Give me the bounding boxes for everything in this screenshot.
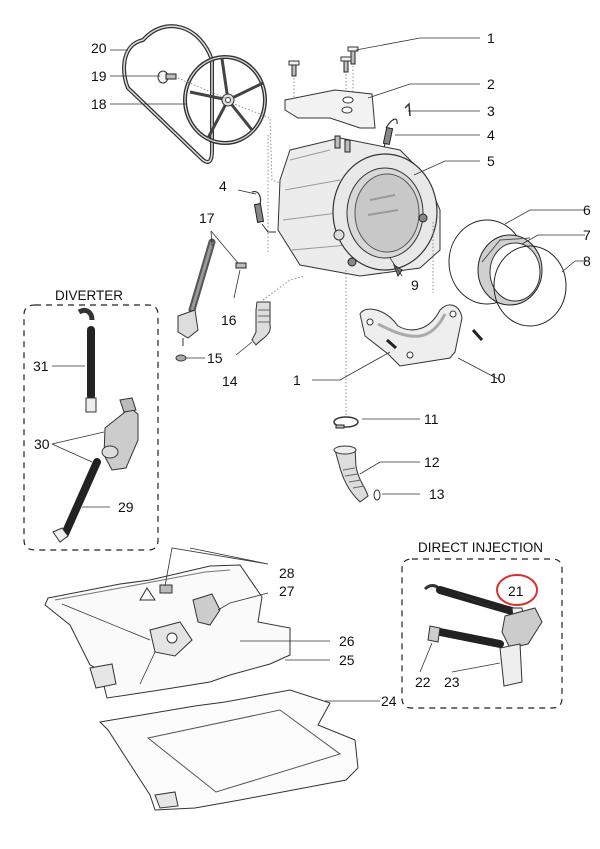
part-24-bottom-cover[interactable]	[98, 689, 359, 811]
direct-injection-group: DIRECT INJECTION	[401, 540, 563, 709]
part-4-spring-top[interactable]	[382, 118, 398, 149]
callout-6[interactable]: 6	[583, 202, 591, 218]
callout-30[interactable]: 30	[34, 436, 50, 452]
part-8-outer-clamp-ring[interactable]	[493, 245, 567, 327]
part-22-hose-connector[interactable]	[427, 625, 504, 648]
part-14-air-trap-hose[interactable]	[251, 275, 306, 346]
callout-4-left[interactable]: 4	[219, 178, 227, 194]
part-12-sump-hose[interactable]	[333, 445, 369, 503]
part-18-pulley[interactable]	[183, 55, 267, 145]
callout-25[interactable]: 25	[339, 652, 355, 668]
part-26-float-switch[interactable]	[149, 621, 193, 657]
callout-9[interactable]: 9	[411, 277, 419, 293]
callout-26[interactable]: 26	[339, 633, 355, 649]
callout-31[interactable]: 31	[33, 358, 49, 374]
part-10-front-bracket[interactable]	[359, 304, 463, 367]
callout-23[interactable]: 23	[444, 674, 460, 690]
part-27-connector[interactable]	[192, 593, 221, 626]
part-23-pump[interactable]	[499, 607, 543, 687]
callout-24[interactable]: 24	[381, 693, 397, 709]
callout-20[interactable]: 20	[91, 40, 107, 56]
callout-28[interactable]: 28	[279, 565, 295, 581]
callout-15[interactable]: 15	[207, 350, 223, 366]
callout-16[interactable]: 16	[221, 312, 237, 328]
part-1-screws-top[interactable]	[288, 46, 359, 77]
callout-12[interactable]: 12	[424, 454, 440, 470]
callout-17[interactable]: 17	[199, 210, 215, 226]
part-31-hose[interactable]	[77, 307, 97, 413]
part-1-screws-bracket[interactable]	[386, 328, 484, 350]
callout-3[interactable]: 3	[487, 103, 495, 119]
part-19-pulley-bolt[interactable]	[157, 70, 177, 84]
callout-22[interactable]: 22	[415, 674, 431, 690]
part-7-door-seal[interactable]	[477, 234, 543, 306]
callout-10[interactable]: 10	[490, 370, 506, 386]
callout-14[interactable]: 14	[222, 373, 238, 389]
callout-1-top[interactable]: 1	[487, 30, 495, 46]
part-28-clips[interactable]	[139, 584, 173, 601]
part-16-heater-screw[interactable]	[235, 262, 247, 269]
callout-11[interactable]: 11	[424, 411, 439, 427]
callout-labels: 1 2 3 4 5 6 7 8 9 10 1 11 12 13 14 15 16…	[33, 30, 591, 709]
part-20-drive-belt[interactable]	[122, 24, 214, 164]
part-3-clip[interactable]	[404, 102, 411, 117]
callout-29[interactable]: 29	[118, 499, 134, 515]
callout-18[interactable]: 18	[91, 96, 107, 112]
highlight-circle-part-21	[496, 574, 538, 606]
diverter-group: DIVERTER	[23, 288, 159, 551]
callout-1-bracket[interactable]: 1	[293, 372, 301, 388]
leader-lines	[51, 37, 585, 702]
diverter-title: DIVERTER	[55, 288, 123, 303]
part-15-heater-nut[interactable]	[175, 354, 187, 362]
part-17-heater[interactable]	[177, 238, 216, 346]
part-29-hose[interactable]	[52, 458, 101, 543]
callout-7[interactable]: 7	[583, 227, 591, 243]
callout-19[interactable]: 19	[91, 68, 107, 84]
callout-13[interactable]: 13	[429, 486, 445, 502]
part-11-hose-clamp[interactable]	[333, 416, 359, 429]
direct-injection-title: DIRECT INJECTION	[418, 540, 543, 555]
part-13-o-ring[interactable]	[373, 489, 381, 501]
callout-27[interactable]: 27	[279, 583, 295, 599]
callout-8[interactable]: 8	[583, 253, 591, 269]
part-5-tub-assembly[interactable]	[277, 135, 441, 277]
part-4-spring-left[interactable]	[251, 191, 276, 233]
callout-2[interactable]: 2	[487, 76, 495, 92]
part-2-counterweight[interactable]	[284, 89, 376, 129]
callout-5[interactable]: 5	[487, 153, 495, 169]
callout-21[interactable]: 21	[508, 583, 524, 599]
part-30-diverter-valve[interactable]	[101, 397, 139, 471]
callout-4-top[interactable]: 4	[487, 127, 495, 143]
